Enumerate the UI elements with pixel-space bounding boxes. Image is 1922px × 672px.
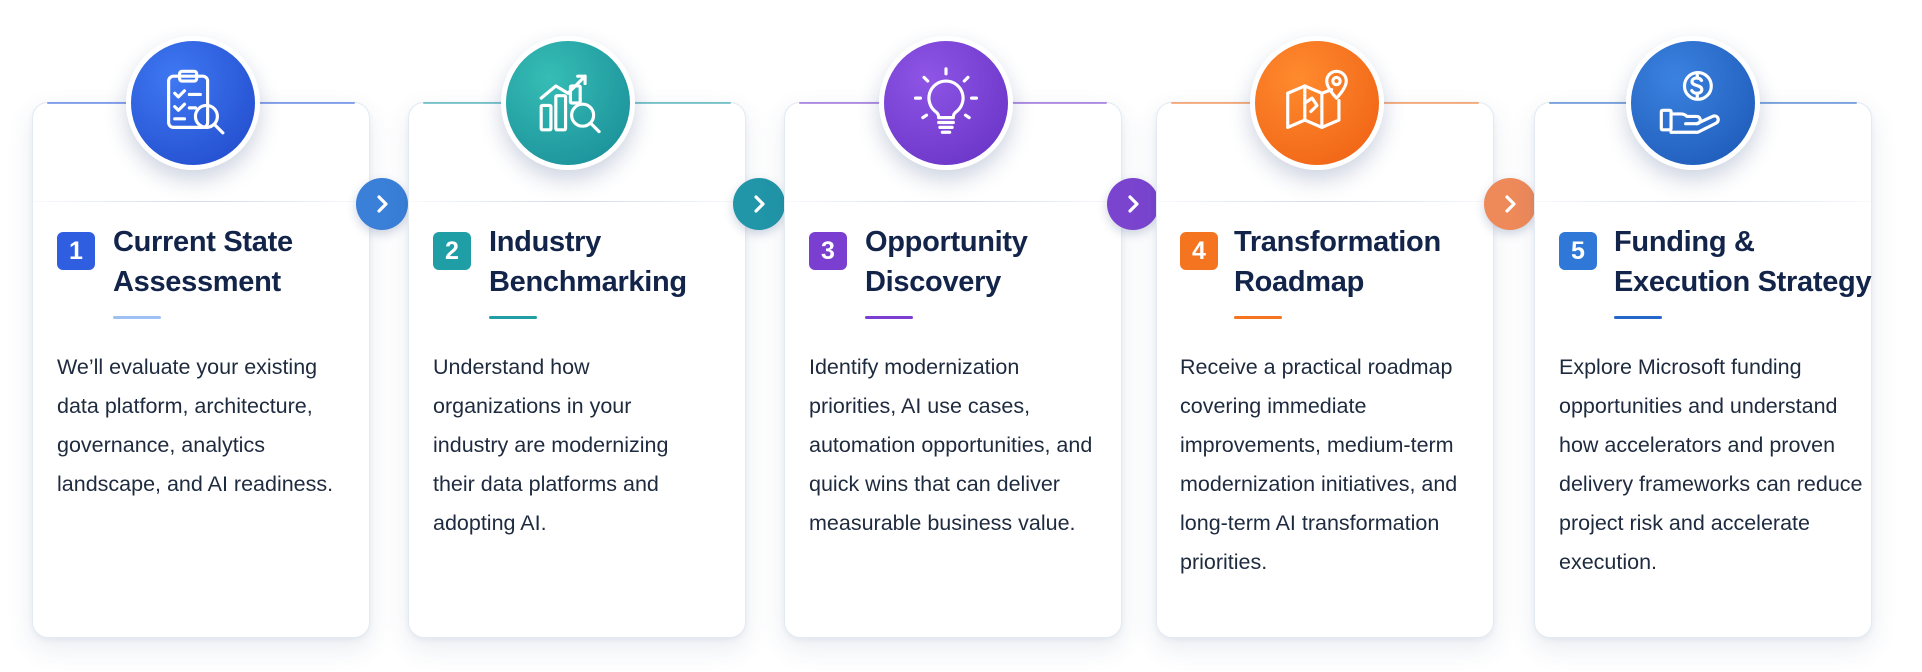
card-divider — [409, 201, 745, 202]
step-3-underline — [865, 316, 913, 319]
chevron-right-icon — [1505, 195, 1516, 213]
step-3-title-line2: Discovery — [865, 266, 1001, 298]
next-step-arrow-4 — [1484, 178, 1536, 230]
step-5-title-line1: Funding & — [1614, 226, 1755, 258]
card-divider — [785, 201, 1121, 202]
step-4-icon-circle — [1250, 36, 1384, 170]
step-2-title: Industry Benchmarking — [489, 222, 749, 302]
step-1-underline — [113, 316, 161, 319]
step-card-4 — [1156, 102, 1494, 638]
step-4-title-line1: Transformation — [1234, 226, 1441, 258]
step-5-title: Funding & Execution Strategy — [1614, 222, 1914, 302]
chevron-right-icon — [754, 195, 765, 213]
step-3-icon-circle — [879, 36, 1013, 170]
next-step-arrow-3 — [1107, 178, 1159, 230]
step-4-description: Receive a practical roadmap covering imm… — [1180, 355, 1458, 574]
step-5-description: Explore Microsoft funding opportunities … — [1559, 355, 1863, 574]
step-card-1 — [32, 102, 370, 638]
step-card-5 — [1534, 102, 1872, 638]
step-1-title-line1: Current State — [113, 226, 293, 258]
step-2-title-line1: Industry — [489, 226, 601, 258]
step-card-3 — [784, 102, 1122, 638]
step-3-title-line1: Opportunity — [865, 226, 1028, 258]
step-2-title-line2: Benchmarking — [489, 266, 687, 298]
step-3-number-badge: 3 — [809, 232, 847, 270]
step-1-number-badge: 1 — [57, 232, 95, 270]
step-4-title: Transformation Roadmap — [1234, 222, 1494, 302]
step-card-2 — [408, 102, 746, 638]
step-2-underline — [489, 316, 537, 319]
step-5-number-badge: 5 — [1559, 232, 1597, 270]
next-step-arrow-1 — [356, 178, 408, 230]
step-4-title-line2: Roadmap — [1234, 266, 1365, 298]
lightbulb-icon — [913, 67, 979, 134]
step-1-description: We’ll evaluate your existing data platfo… — [57, 355, 334, 496]
card-divider — [1535, 201, 1871, 202]
step-1-title-line2: Assessment — [113, 266, 281, 298]
step-5-underline — [1614, 316, 1662, 319]
step-1-icon-circle — [126, 36, 260, 170]
map-pin-icon — [1286, 69, 1348, 129]
hand-dollar-icon — [1659, 70, 1720, 134]
step-2-description: Understand how organizations in your ind… — [433, 355, 669, 535]
next-step-arrow-2 — [733, 178, 785, 230]
step-3-description: Identify modernization priorities, AI us… — [809, 355, 1093, 535]
step-5-title-line2: Execution Strategy — [1614, 266, 1872, 298]
clipboard-magnifier-icon — [167, 69, 225, 135]
card-divider — [1157, 201, 1493, 202]
step-4-underline — [1234, 316, 1282, 319]
bar-chart-magnifier-icon — [539, 74, 601, 134]
step-2-icon-circle — [501, 36, 635, 170]
step-1-title: Current State Assessment — [113, 222, 373, 302]
step-4-number-badge: 4 — [1180, 232, 1218, 270]
card-divider — [33, 201, 369, 202]
chevron-right-icon — [1128, 195, 1139, 213]
chevron-right-icon — [377, 195, 388, 213]
step-5-icon-circle — [1626, 36, 1760, 170]
step-2-number-badge: 2 — [433, 232, 471, 270]
step-3-title: Opportunity Discovery — [865, 222, 1125, 302]
